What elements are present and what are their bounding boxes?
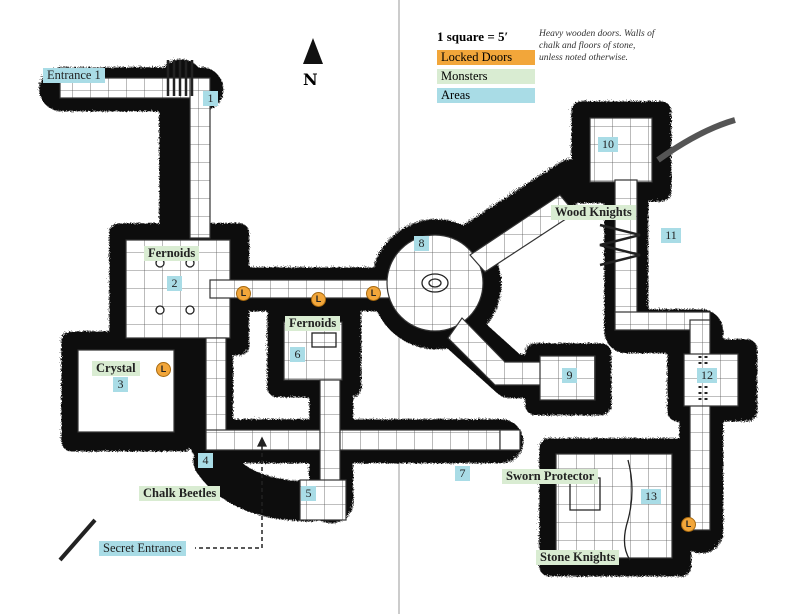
- legend-monsters: Monsters: [437, 69, 535, 84]
- legend-areas: Areas: [437, 88, 535, 103]
- features: [58, 60, 736, 562]
- monster-chalk-beetles: Chalk Beetles: [139, 486, 221, 501]
- area-4: 4: [198, 453, 213, 468]
- area-10: 10: [598, 137, 618, 152]
- area-1: 1: [203, 91, 218, 106]
- locked-door-6: L: [311, 292, 326, 307]
- locked-door-13: L: [681, 517, 696, 532]
- monster-fernoids-6: Fernoids: [285, 316, 341, 331]
- area-3: 3: [113, 377, 128, 392]
- area-6: 6: [290, 347, 305, 362]
- area-2: 2: [167, 276, 182, 291]
- map-note: Heavy wooden doors. Walls of chalk and f…: [539, 29, 655, 63]
- locked-door-3: L: [156, 362, 171, 377]
- locked-door-2: L: [236, 286, 251, 301]
- area-12: 12: [697, 368, 717, 383]
- monster-wood-knights: Wood Knights: [551, 205, 636, 220]
- crystal-label: Crystal: [92, 361, 140, 376]
- area-5: 5: [301, 486, 316, 501]
- locked-door-8: L: [366, 286, 381, 301]
- secret-entrance-label: Secret Entrance: [99, 541, 186, 556]
- north-arrow: [303, 38, 323, 64]
- area-8: 8: [414, 236, 429, 251]
- compass-label: N: [303, 70, 318, 89]
- area-13: 13: [641, 489, 661, 504]
- area-9: 9: [562, 368, 577, 383]
- area-11: 11: [661, 228, 681, 243]
- area-7: 7: [455, 466, 470, 481]
- monster-sworn-protector: Sworn Protector: [502, 469, 599, 484]
- monster-fernoids-2: Fernoids: [144, 246, 200, 261]
- monster-stone-knights: Stone Knights: [536, 550, 620, 565]
- scale-label: 1 square = 5′: [437, 29, 509, 44]
- entrance-1-label: Entrance 1: [43, 68, 105, 83]
- legend-locked-doors: Locked Doors: [437, 50, 535, 65]
